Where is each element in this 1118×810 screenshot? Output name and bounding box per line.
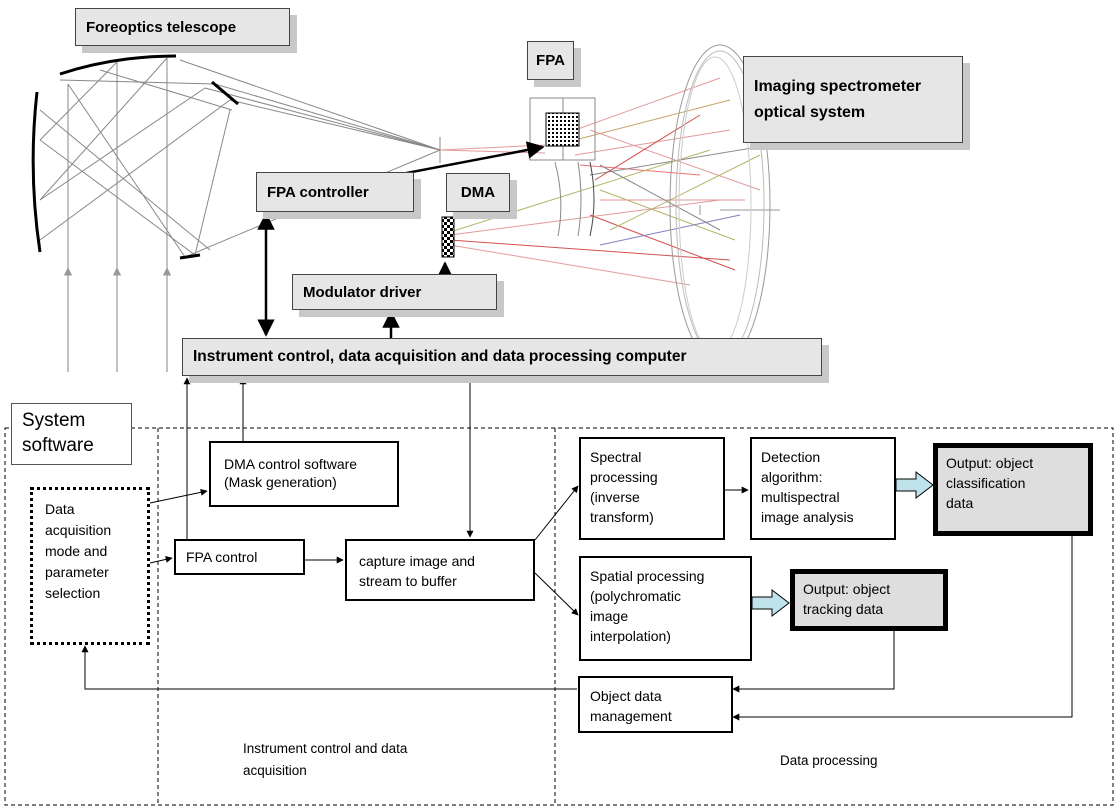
dma-control-software-box: DMA control software (Mask generation): [209, 441, 399, 507]
detection-algorithm-box: Detection algorithm: multispectral image…: [750, 437, 896, 540]
fpa-controller-text: FPA controller: [267, 183, 369, 201]
fpa-housing: [529, 97, 596, 237]
fpa-label-text: FPA: [536, 52, 565, 69]
fpa-detector-icon: [545, 112, 580, 147]
spectrometer-label: Imaging spectrometer optical system: [743, 56, 963, 143]
capture-image-box: capture image and stream to buffer: [345, 539, 535, 601]
section-borders: [4, 427, 1114, 806]
dma-label: DMA: [446, 173, 510, 212]
computer-box: Instrument control, data acquisition and…: [182, 338, 822, 376]
software-flow-arrows: [81, 377, 1073, 721]
modulator-driver-text: Modulator driver: [303, 283, 422, 301]
output-tracking-box: Output: object tracking data: [790, 569, 948, 631]
fpa-label: FPA: [527, 41, 574, 80]
fpa-control-box: FPA control: [174, 539, 305, 575]
output-classification-box: Output: object classification data: [933, 443, 1093, 536]
upward-light-arrows: [63, 267, 172, 372]
foreoptics-label: Foreoptics telescope: [75, 8, 290, 46]
foreoptics-mirrors: [31, 54, 239, 260]
fpa-controller-box: FPA controller: [256, 172, 414, 212]
spatial-processing-box: Spatial processing (polychromatic image …: [579, 556, 752, 661]
dma-label-text: DMA: [460, 184, 496, 201]
spectral-processing-box: Spectral processing (inverse transform): [579, 437, 725, 540]
object-data-management-box: Object data management: [578, 676, 733, 733]
computer-text: Instrument control, data acquisition and…: [193, 348, 687, 365]
modulator-driver-box: Modulator driver: [292, 274, 497, 310]
dma-mirror-icon: [441, 216, 455, 258]
system-software-label: System software: [11, 403, 132, 465]
instrument-control-section-label: Instrument control and data acquisition: [243, 741, 408, 778]
spectrometer-label-text: Imaging spectrometer optical system: [754, 77, 922, 121]
data-acquisition-mode-box: Data acquisition mode and parameter sele…: [30, 487, 150, 645]
data-processing-section-label: Data processing: [780, 753, 878, 768]
foreoptics-label-text: Foreoptics telescope: [86, 18, 237, 36]
output-arrows: [751, 470, 934, 618]
foreoptics-rays: [39, 57, 441, 372]
